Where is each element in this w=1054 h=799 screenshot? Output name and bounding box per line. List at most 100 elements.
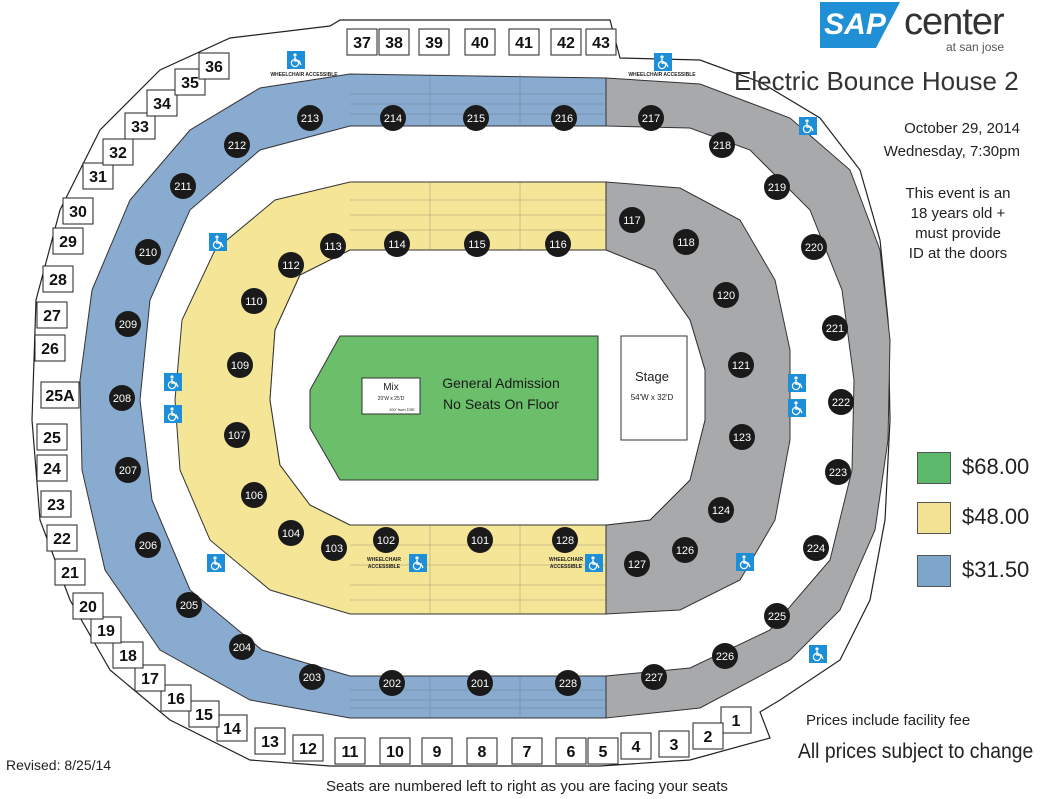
section-123[interactable]: 123 <box>729 424 755 450</box>
section-102[interactable]: 102 <box>373 527 399 553</box>
suite-3[interactable]: 3 <box>658 730 690 758</box>
section-117[interactable]: 117 <box>619 207 645 233</box>
suite-23[interactable]: 23 <box>40 490 72 518</box>
section-118[interactable]: 118 <box>673 229 699 255</box>
section-217[interactable]: 217 <box>638 105 664 131</box>
section-103[interactable]: 103 <box>321 535 347 561</box>
suite-40[interactable]: 40 <box>464 28 496 56</box>
suite-27[interactable]: 27 <box>36 301 68 329</box>
section-109[interactable]: 109 <box>227 352 253 378</box>
section-221[interactable]: 221 <box>822 315 848 341</box>
suite-box <box>585 28 617 56</box>
suite-6[interactable]: 6 <box>555 737 587 765</box>
section-127[interactable]: 127 <box>624 551 650 577</box>
suite-14[interactable]: 14 <box>216 714 248 742</box>
section-205[interactable]: 205 <box>176 592 202 618</box>
suite-26[interactable]: 26 <box>34 334 66 362</box>
suite-box <box>188 700 220 728</box>
section-210[interactable]: 210 <box>135 239 161 265</box>
suite-20[interactable]: 20 <box>72 592 104 620</box>
section-228[interactable]: 228 <box>555 670 581 696</box>
section-201[interactable]: 201 <box>467 670 493 696</box>
section-216[interactable]: 216 <box>551 105 577 131</box>
suite-29[interactable]: 29 <box>52 227 84 255</box>
section-224[interactable]: 224 <box>803 535 829 561</box>
section-204[interactable]: 204 <box>229 634 255 660</box>
section-212[interactable]: 212 <box>224 132 250 158</box>
suite-9[interactable]: 9 <box>421 737 453 765</box>
section-211[interactable]: 211 <box>170 173 196 199</box>
suite-5[interactable]: 5 <box>587 737 619 765</box>
section-badge-circle <box>624 551 650 577</box>
suite-10[interactable]: 10 <box>379 737 411 765</box>
suite-39[interactable]: 39 <box>418 28 450 56</box>
section-214[interactable]: 214 <box>380 105 406 131</box>
section-label: 228 <box>559 678 577 690</box>
section-208[interactable]: 208 <box>109 385 135 411</box>
suite-43[interactable]: 43 <box>585 28 617 56</box>
section-120[interactable]: 120 <box>713 282 739 308</box>
suite-1[interactable]: 1 <box>720 706 752 734</box>
section-220[interactable]: 220 <box>801 234 827 260</box>
section-126[interactable]: 126 <box>672 537 698 563</box>
section-206[interactable]: 206 <box>135 532 161 558</box>
section-113[interactable]: 113 <box>320 233 346 259</box>
section-124[interactable]: 124 <box>708 497 734 523</box>
suite-36[interactable]: 36 <box>198 52 230 80</box>
suite-11[interactable]: 11 <box>334 737 366 765</box>
suite-21[interactable]: 21 <box>54 558 86 586</box>
suite-42[interactable]: 42 <box>550 28 582 56</box>
section-115[interactable]: 115 <box>464 231 490 257</box>
section-112[interactable]: 112 <box>278 252 304 278</box>
section-209[interactable]: 209 <box>115 311 141 337</box>
suite-25A[interactable]: 25A <box>40 381 80 409</box>
suite-37[interactable]: 37 <box>346 28 378 56</box>
general-admission-floor[interactable] <box>309 335 599 481</box>
section-203[interactable]: 203 <box>299 664 325 690</box>
section-222[interactable]: 222 <box>828 389 854 415</box>
suite-25[interactable]: 25 <box>36 423 68 451</box>
section-121[interactable]: 121 <box>728 352 754 378</box>
section-104[interactable]: 104 <box>278 520 304 546</box>
section-128[interactable]: 128 <box>552 527 578 553</box>
section-226[interactable]: 226 <box>712 643 738 669</box>
wheelchair-icon <box>736 553 754 571</box>
suite-31[interactable]: 31 <box>82 162 114 190</box>
suite-22[interactable]: 22 <box>46 524 78 552</box>
suite-41[interactable]: 41 <box>508 28 540 56</box>
suite-7[interactable]: 7 <box>511 737 543 765</box>
suite-13[interactable]: 13 <box>254 727 286 755</box>
suite-15[interactable]: 15 <box>188 700 220 728</box>
suite-24[interactable]: 24 <box>36 454 68 482</box>
section-202[interactable]: 202 <box>379 670 405 696</box>
suite-28[interactable]: 28 <box>42 265 74 293</box>
section-107[interactable]: 107 <box>224 422 250 448</box>
section-101[interactable]: 101 <box>467 527 493 553</box>
section-218[interactable]: 218 <box>709 132 735 158</box>
section-219[interactable]: 219 <box>764 174 790 200</box>
suite-30[interactable]: 30 <box>62 197 94 225</box>
suite-17[interactable]: 17 <box>134 664 166 692</box>
suite-32[interactable]: 32 <box>102 138 134 166</box>
section-223[interactable]: 223 <box>825 459 851 485</box>
suite-18[interactable]: 18 <box>112 641 144 669</box>
suite-12[interactable]: 12 <box>292 734 324 762</box>
section-106[interactable]: 106 <box>241 482 267 508</box>
suite-34[interactable]: 34 <box>146 89 178 117</box>
upper-bowl-gray[interactable] <box>605 77 891 719</box>
section-213[interactable]: 213 <box>297 105 323 131</box>
section-225[interactable]: 225 <box>764 603 790 629</box>
suite-33[interactable]: 33 <box>124 112 156 140</box>
section-227[interactable]: 227 <box>641 664 667 690</box>
section-116[interactable]: 116 <box>545 231 571 257</box>
section-215[interactable]: 215 <box>463 105 489 131</box>
suite-19[interactable]: 19 <box>90 616 122 644</box>
section-207[interactable]: 207 <box>115 457 141 483</box>
section-110[interactable]: 110 <box>241 288 267 314</box>
suite-4[interactable]: 4 <box>620 732 652 760</box>
suite-2[interactable]: 2 <box>692 722 724 750</box>
suite-38[interactable]: 38 <box>378 28 410 56</box>
section-114[interactable]: 114 <box>384 231 410 257</box>
suite-16[interactable]: 16 <box>160 684 192 712</box>
suite-8[interactable]: 8 <box>466 737 498 765</box>
